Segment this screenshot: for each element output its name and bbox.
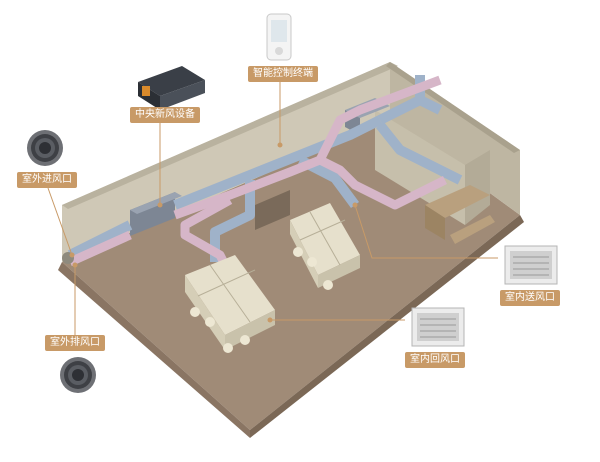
callout-line-intake <box>47 187 73 256</box>
callout-dot-supply <box>352 202 358 208</box>
label-outdoor-exhaust: 室外排风口 <box>45 335 105 351</box>
cabinet <box>425 185 490 218</box>
desk-cluster-back <box>290 203 360 290</box>
indoor-return-vent-device <box>411 307 465 347</box>
room-wall-2 <box>465 150 490 225</box>
callout-dot-exhaust <box>72 262 78 268</box>
label-central-fresh-air-unit: 中央新风设备 <box>130 107 200 123</box>
room-wall <box>375 110 465 225</box>
desk-cluster-front <box>185 255 275 353</box>
callout-dot-unit <box>157 202 163 208</box>
floor-front-edge <box>58 262 250 438</box>
callout-dot-return <box>267 317 273 323</box>
label-smart-control-terminal: 智能控制终端 <box>248 66 318 82</box>
outdoor-air-intake-device <box>27 130 63 166</box>
smart-control-terminal-device <box>266 13 292 61</box>
fresh-air-unit-top <box>130 192 182 214</box>
back-wall-top <box>62 62 398 209</box>
label-indoor-return-vent: 室内回风口 <box>405 352 465 368</box>
cabinet-front <box>425 205 445 240</box>
label-outdoor-air-intake: 室外进风口 <box>17 172 77 188</box>
fresh-air-unit-device <box>138 66 205 110</box>
outdoor-exhaust-device <box>60 357 96 393</box>
partition <box>255 190 290 230</box>
floor-right-edge <box>250 215 524 438</box>
callout-line-supply <box>354 204 498 259</box>
callout-dot-terminal <box>277 142 283 148</box>
callout-dot-intake <box>69 252 75 258</box>
label-indoor-supply-vent: 室内送风口 <box>500 290 560 306</box>
indoor-supply-vent-device <box>504 245 558 285</box>
bench <box>450 215 495 244</box>
